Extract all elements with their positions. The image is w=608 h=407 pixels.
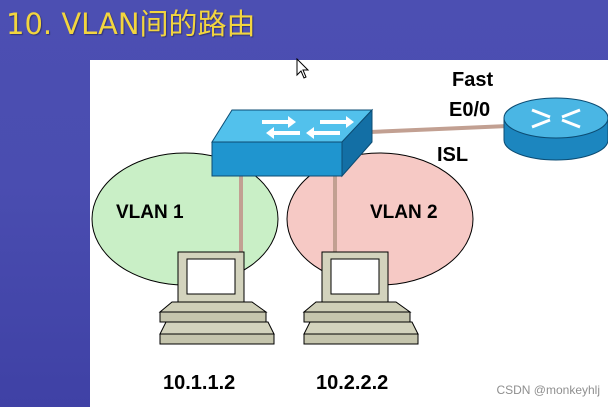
- router-icon: [503, 97, 608, 161]
- trunk-label: ISL: [437, 144, 469, 166]
- switch-icon: [211, 108, 374, 178]
- slide-title: 10. VLAN间的路由: [6, 7, 256, 41]
- watermark: CSDN @monkeyhlj: [496, 383, 600, 397]
- cursor-icon: [296, 58, 310, 79]
- pc-icon: [158, 251, 275, 345]
- router-interface-label-line1: Fast: [452, 69, 494, 91]
- router-interface-label-line2: E0/0: [449, 99, 491, 121]
- link-switch-router: [369, 124, 509, 134]
- vlan2-label: VLAN 2: [370, 202, 438, 223]
- host2-ip-label: 10.2.2.2: [316, 372, 389, 394]
- pc-icon: [302, 251, 419, 345]
- vlan1-label: VLAN 1: [116, 202, 184, 223]
- host1-ip-label: 10.1.1.2: [163, 372, 236, 394]
